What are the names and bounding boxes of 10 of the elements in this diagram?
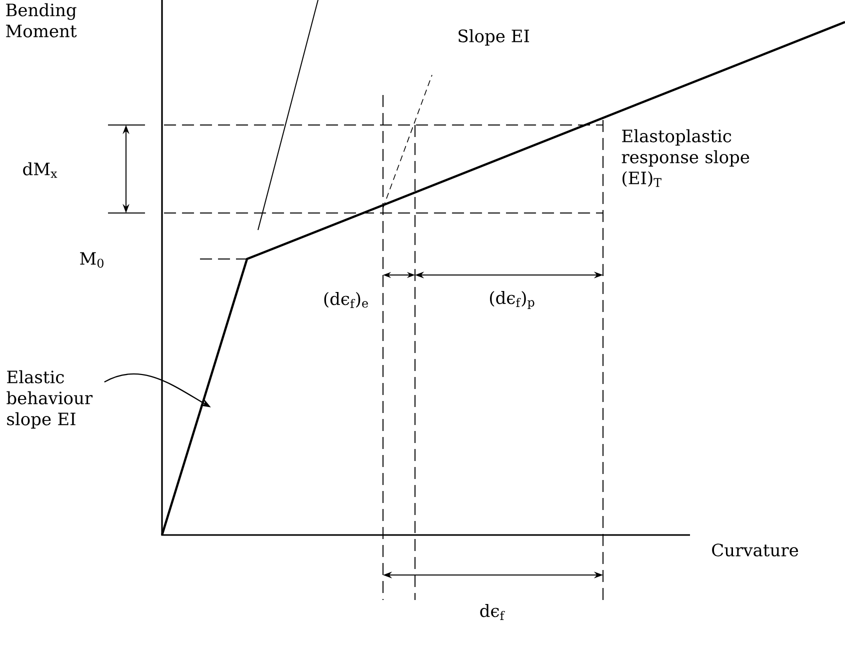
dimension-label: dϵ$_{f}$ bbox=[480, 604, 505, 620]
annotation-text: Elastic behaviour slope EI bbox=[6, 370, 93, 429]
dimension-label: (dϵ$_{f}$)$_{p}$ bbox=[490, 291, 534, 309]
dimension-label: (dϵ$_{f}$)$_{e}$ bbox=[324, 292, 368, 308]
slope-label: Slope EI bbox=[458, 29, 530, 46]
axis-label: Bending Moment bbox=[6, 3, 77, 38]
moment-label: M$_{0}$ bbox=[80, 252, 104, 268]
elastic-line bbox=[160, 20, 845, 536]
dimension-label: dM$_{x}$ bbox=[23, 162, 58, 178]
response-label: Elastoplastic response slope (EI)$_{T}$ bbox=[622, 129, 750, 187]
